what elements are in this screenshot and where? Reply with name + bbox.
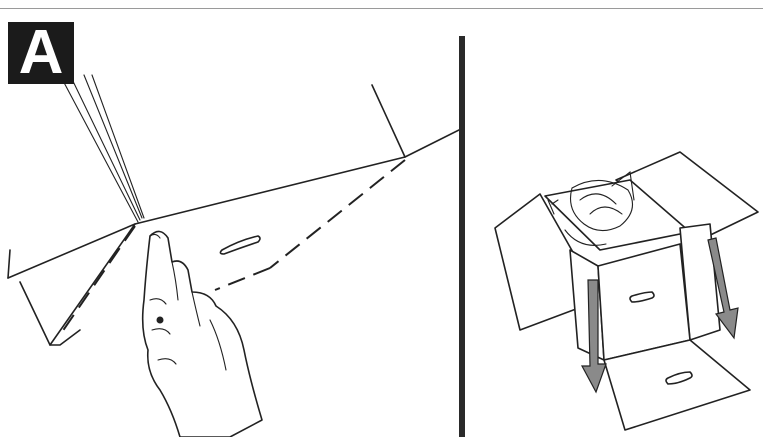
step-badge: A xyxy=(8,22,74,84)
panel-divider xyxy=(459,36,465,437)
